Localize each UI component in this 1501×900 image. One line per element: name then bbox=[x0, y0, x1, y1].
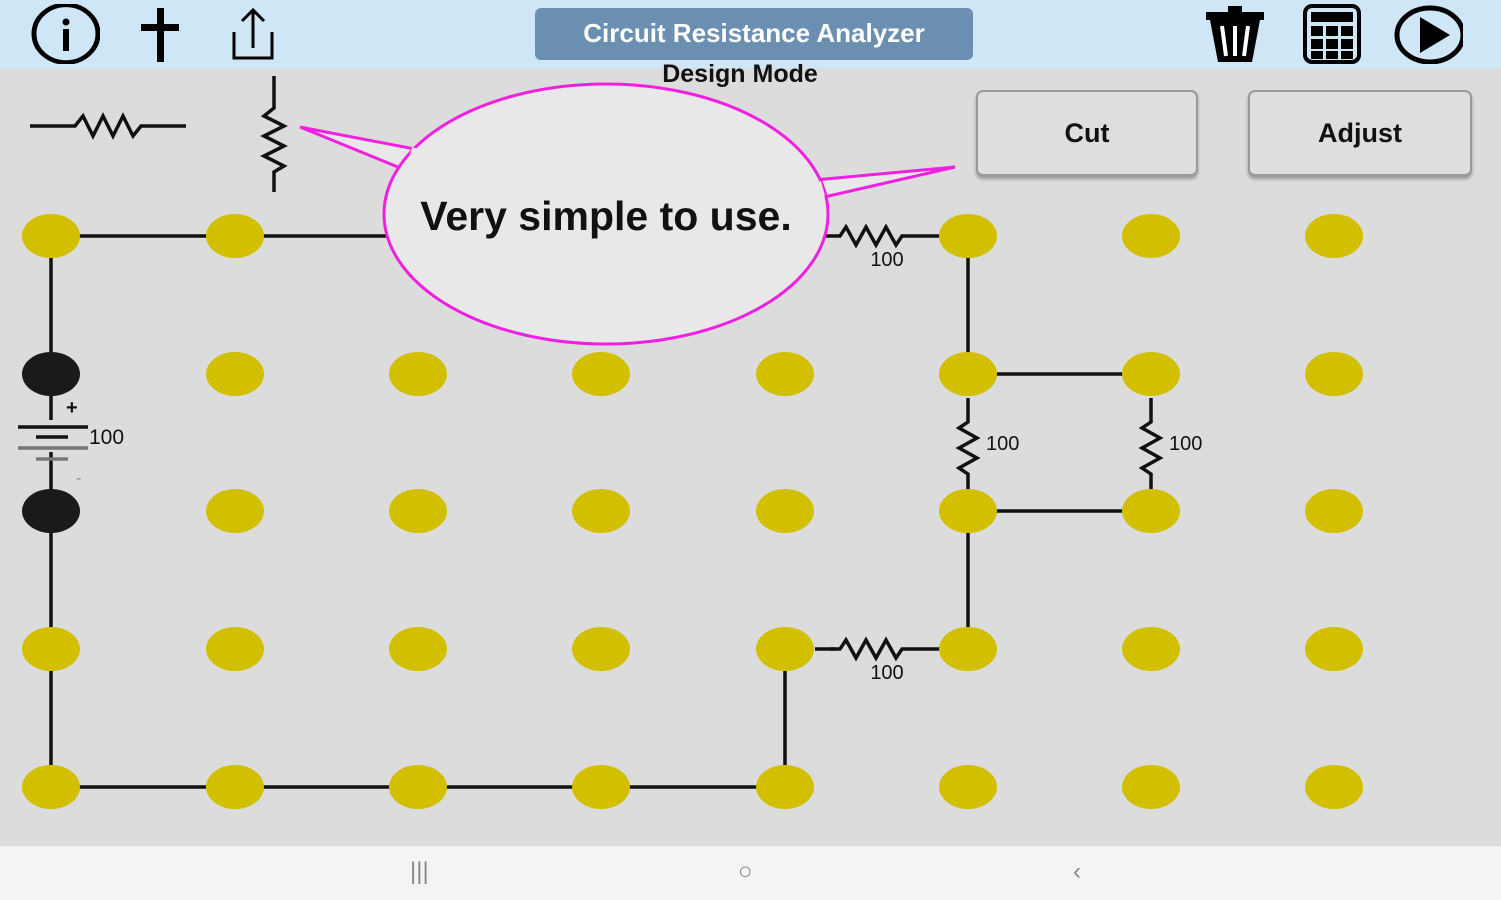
battery-terminal-node[interactable] bbox=[22, 489, 80, 533]
calculator-icon[interactable] bbox=[1297, 4, 1367, 64]
back-button[interactable]: ‹ bbox=[1073, 858, 1081, 885]
grid-node[interactable] bbox=[206, 765, 264, 809]
grid-node[interactable] bbox=[22, 765, 80, 809]
play-icon[interactable] bbox=[1393, 4, 1463, 64]
grid-node[interactable] bbox=[939, 765, 997, 809]
grid-node[interactable] bbox=[1122, 765, 1180, 809]
battery-plus: + bbox=[66, 397, 78, 419]
grid-node[interactable] bbox=[1305, 352, 1363, 396]
battery[interactable]: 100 + - bbox=[18, 397, 124, 487]
resistor-value: 100 bbox=[870, 662, 903, 684]
grid-node[interactable] bbox=[389, 489, 447, 533]
battery-terminal-node[interactable] bbox=[22, 352, 80, 396]
share-icon[interactable] bbox=[218, 4, 288, 64]
grid-node[interactable] bbox=[939, 352, 997, 396]
grid-node[interactable] bbox=[1305, 765, 1363, 809]
grid-node[interactable] bbox=[206, 214, 264, 258]
grid-node[interactable] bbox=[1122, 214, 1180, 258]
grid-node[interactable] bbox=[1305, 489, 1363, 533]
resistor-value: 100 bbox=[1169, 433, 1202, 455]
grid-node[interactable] bbox=[939, 627, 997, 671]
recents-button[interactable]: ||| bbox=[410, 858, 429, 885]
grid-node[interactable] bbox=[22, 214, 80, 258]
resistor-value: 100 bbox=[986, 433, 1019, 455]
grid-node[interactable] bbox=[1305, 627, 1363, 671]
grid-node[interactable] bbox=[206, 489, 264, 533]
grid-node[interactable] bbox=[206, 352, 264, 396]
grid-node[interactable] bbox=[389, 765, 447, 809]
grid-node[interactable] bbox=[939, 214, 997, 258]
grid-node[interactable] bbox=[1122, 627, 1180, 671]
grid-node[interactable] bbox=[206, 627, 264, 671]
resistor[interactable] bbox=[830, 636, 940, 662]
resistor[interactable] bbox=[955, 398, 981, 490]
battery-minus: - bbox=[76, 470, 81, 487]
cut-button[interactable]: Cut bbox=[976, 90, 1198, 176]
grid-node[interactable] bbox=[1122, 352, 1180, 396]
resistor[interactable] bbox=[830, 223, 940, 249]
app-title: Circuit Resistance Analyzer bbox=[535, 8, 973, 60]
grid-node[interactable] bbox=[939, 489, 997, 533]
trash-icon[interactable] bbox=[1200, 4, 1270, 64]
circuit-canvas[interactable]: 100 100 100 100 100 + - Very simple to use. bbox=[0, 0, 1501, 846]
speech-bubble: Very simple to use. bbox=[299, 82, 956, 346]
grid-node[interactable] bbox=[756, 352, 814, 396]
grid-node[interactable] bbox=[1305, 214, 1363, 258]
grid-node[interactable] bbox=[22, 627, 80, 671]
battery-value: 100 bbox=[89, 426, 124, 449]
grid-node[interactable] bbox=[572, 627, 630, 671]
home-button[interactable]: ○ bbox=[738, 858, 753, 885]
resistor[interactable] bbox=[1138, 398, 1164, 490]
grid-node[interactable] bbox=[389, 627, 447, 671]
palette-vertical-resistor[interactable] bbox=[260, 76, 288, 192]
info-icon[interactable] bbox=[30, 4, 100, 64]
grid-node[interactable] bbox=[756, 489, 814, 533]
palette-horizontal-resistor[interactable] bbox=[30, 112, 186, 140]
grid-node[interactable] bbox=[1122, 489, 1180, 533]
grid-node[interactable] bbox=[572, 489, 630, 533]
grid-node[interactable] bbox=[756, 765, 814, 809]
add-icon[interactable] bbox=[125, 4, 195, 64]
top-toolbar: Circuit Resistance Analyzer bbox=[0, 0, 1501, 68]
grid-node[interactable] bbox=[572, 765, 630, 809]
mode-label: Design Mode bbox=[662, 60, 818, 88]
resistor-value: 100 bbox=[870, 249, 903, 271]
grid-node[interactable] bbox=[572, 352, 630, 396]
adjust-button[interactable]: Adjust bbox=[1248, 90, 1472, 176]
grid-node[interactable] bbox=[389, 352, 447, 396]
grid-node[interactable] bbox=[756, 627, 814, 671]
bubble-text: Very simple to use. bbox=[420, 193, 791, 239]
system-nav-bar: ||| ○ ‹ bbox=[0, 846, 1501, 900]
